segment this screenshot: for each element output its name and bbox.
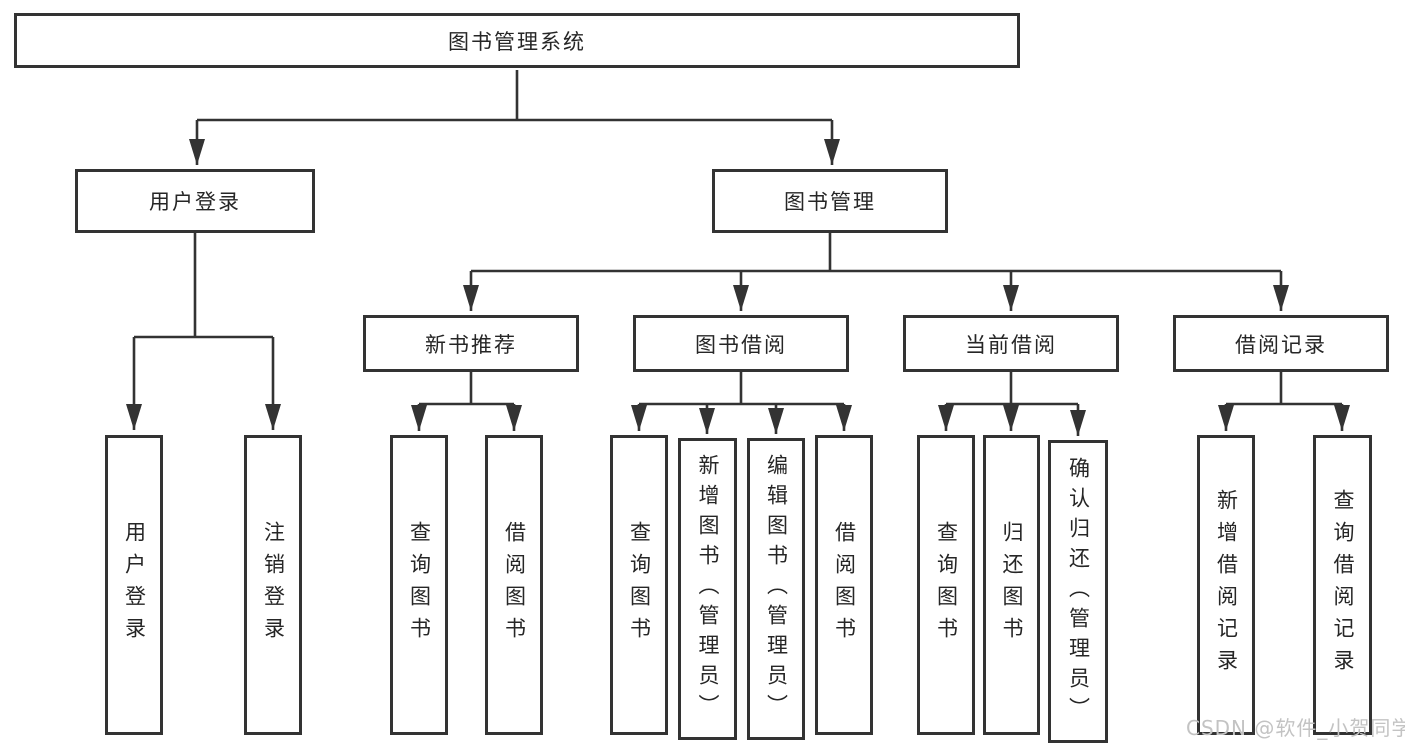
leaf-add-borrow-record: 新增借阅记录: [1197, 435, 1255, 735]
leaf-label: 编辑图书（管理员）: [764, 454, 789, 724]
leaf-return-book: 归还图书: [983, 435, 1040, 735]
node-label: 用户登录: [149, 190, 241, 214]
leaf-confirm-return-admin: 确认归还（管理员）: [1048, 440, 1108, 743]
leaf-label: 新增图书（管理员）: [696, 454, 720, 724]
leaf-label: 查询图书: [934, 521, 959, 649]
node-label: 新书推荐: [425, 332, 517, 357]
node-label: 当前借阅: [965, 332, 1057, 357]
node-borrowing-records: 借阅记录: [1173, 315, 1389, 372]
leaf-label: 确认归还（管理员）: [1066, 456, 1091, 727]
node-current-borrowing: 当前借阅: [903, 315, 1119, 372]
leaf-label: 归还图书: [1000, 521, 1024, 649]
node-book-management: 图书管理: [712, 169, 948, 233]
leaf-query-books-borrowing: 查询图书: [610, 435, 668, 735]
leaf-query-borrow-record: 查询借阅记录: [1313, 435, 1372, 735]
leaf-query-books-recommend: 查询图书: [390, 435, 448, 735]
node-label: 图书借阅: [695, 332, 787, 357]
leaf-label: 查询图书: [627, 521, 652, 649]
node-book-borrowing: 图书借阅: [633, 315, 849, 372]
node-label: 借阅记录: [1235, 332, 1327, 357]
leaf-edit-book-admin: 编辑图书（管理员）: [747, 438, 805, 740]
node-new-book-recommend: 新书推荐: [363, 315, 579, 372]
leaf-borrow-books-recommend: 借阅图书: [485, 435, 543, 735]
watermark: CSDN @软件_小贺同学: [1186, 716, 1405, 740]
node-library-management-system: 图书管理系统: [14, 13, 1020, 68]
leaf-label: 借阅图书: [832, 521, 857, 649]
node-label: 图书管理系统: [448, 29, 586, 54]
leaf-label: 新增借阅记录: [1214, 489, 1239, 681]
leaf-add-book-admin: 新增图书（管理员）: [678, 438, 737, 740]
leaf-query-books-current: 查询图书: [917, 435, 975, 735]
leaf-user-login: 用户登录: [105, 435, 163, 735]
leaf-logout-login: 注销登录: [244, 435, 302, 735]
leaf-label: 注销登录: [261, 521, 286, 649]
leaf-borrow-books-borrowing: 借阅图书: [815, 435, 873, 735]
leaf-label: 借阅图书: [502, 521, 527, 649]
node-label: 图书管理: [784, 190, 876, 214]
leaf-label: 用户登录: [122, 521, 147, 649]
leaf-label: 查询借阅记录: [1331, 489, 1355, 681]
node-user-login: 用户登录: [75, 169, 315, 233]
leaf-label: 查询图书: [407, 521, 432, 649]
